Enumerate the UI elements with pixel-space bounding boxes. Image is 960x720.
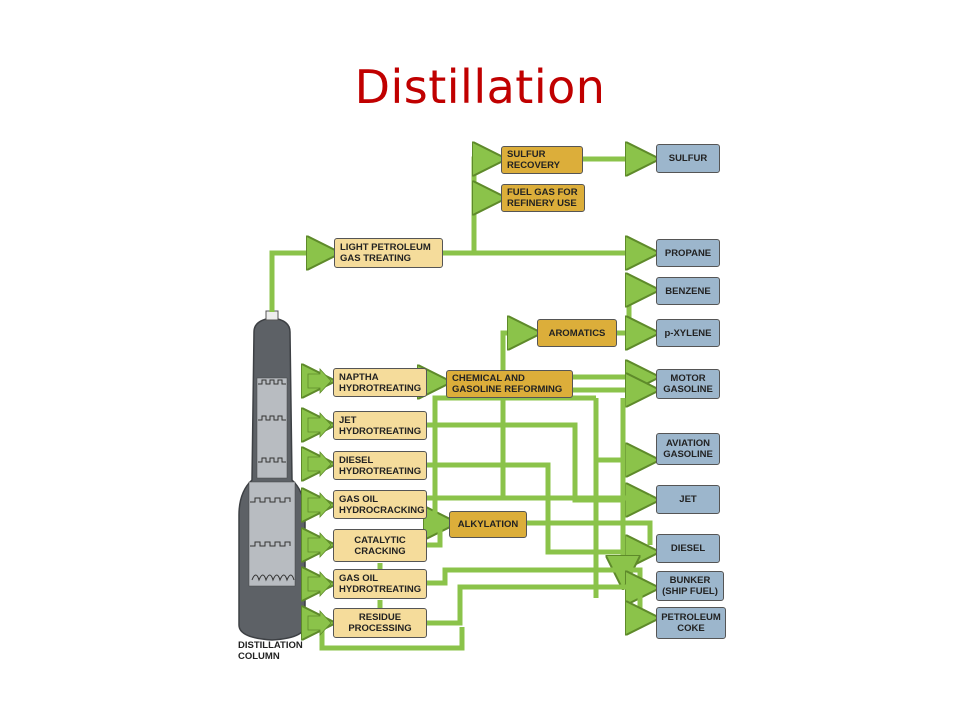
process-aromatics: AROMATICS [537, 319, 617, 347]
product-bunker: BUNKER(SHIP FUEL) [656, 571, 724, 601]
product-propane: PROPANE [656, 239, 720, 267]
product-benzene: BENZENE [656, 277, 720, 305]
product-p-xylene: p-XYLENE [656, 319, 720, 347]
process-alkylation: ALKYLATION [449, 511, 527, 538]
distillation-column [238, 310, 306, 641]
column-outlet-arrows [307, 367, 332, 637]
pipe-network [269, 159, 650, 651]
product-sulfur: SULFUR [656, 144, 720, 173]
product-diesel: DIESEL [656, 534, 720, 563]
product-jet: JET [656, 485, 720, 514]
page-title: Distillation [354, 60, 606, 114]
